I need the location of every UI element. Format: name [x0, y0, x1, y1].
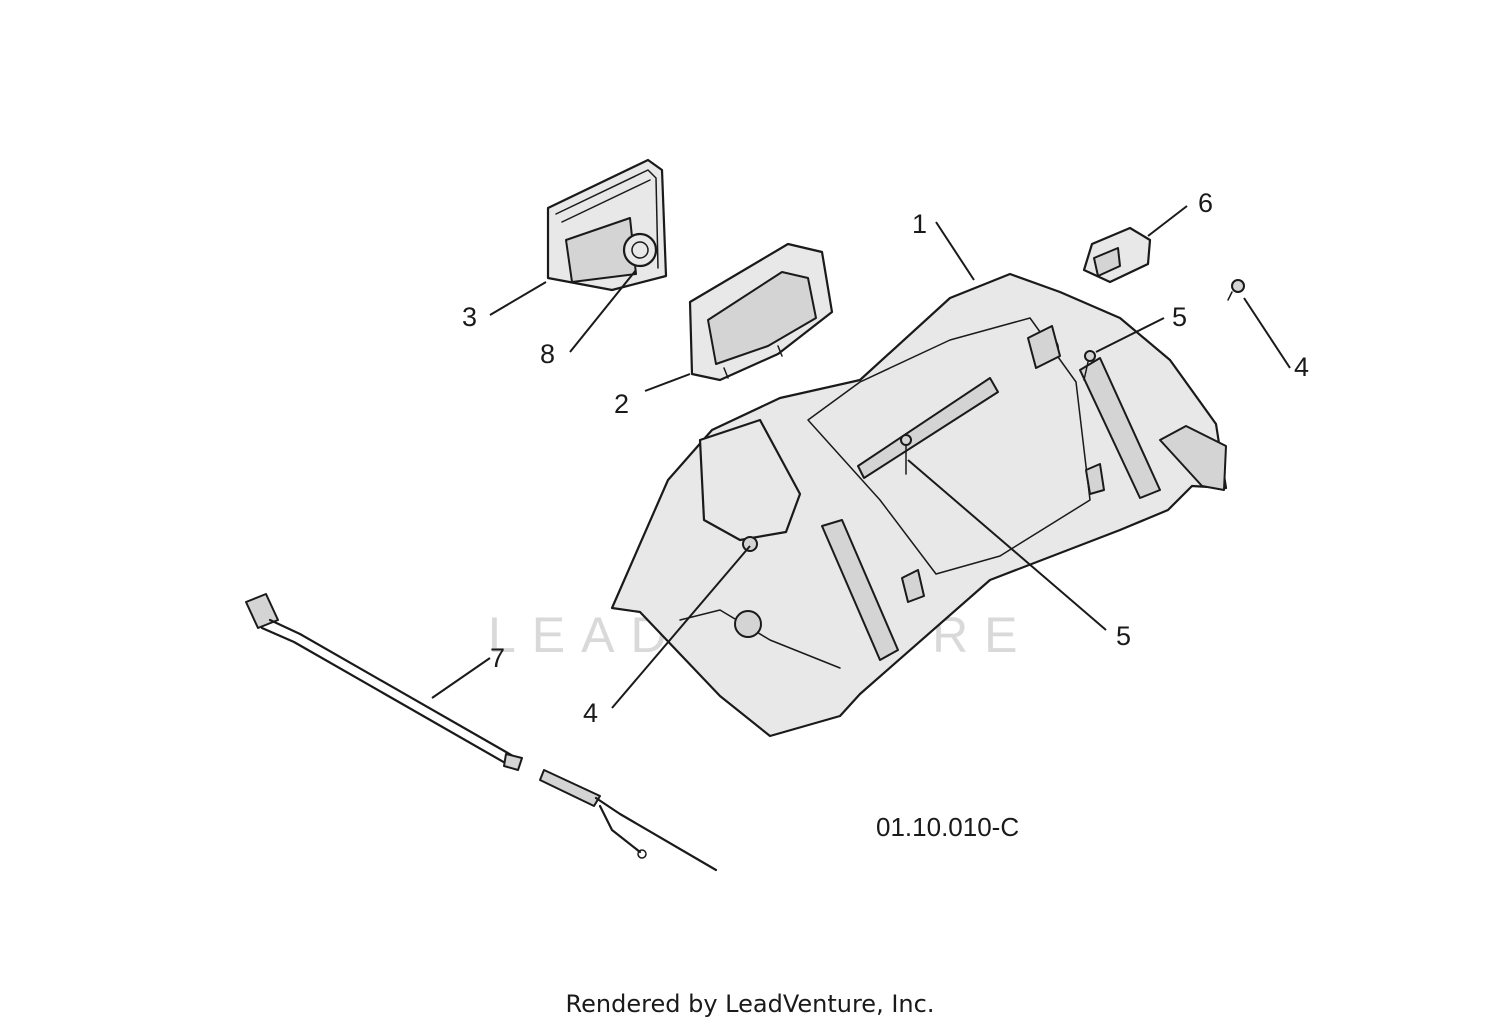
screw-part-right[interactable]	[1227, 279, 1245, 301]
callout-4-left: 4	[583, 698, 598, 728]
callout-6: 6	[1198, 188, 1213, 218]
callouts: 1 2 3 4 4 5 5 6 7 8	[462, 188, 1309, 728]
headlight-part[interactable]	[546, 158, 668, 292]
hood-body-part[interactable]	[610, 272, 1228, 738]
callout-5-upper: 5	[1172, 302, 1187, 332]
callout-7: 7	[490, 643, 505, 673]
callout-5-lower: 5	[1116, 621, 1131, 651]
switch-part[interactable]	[1082, 226, 1152, 284]
diagram-code: 01.10.010-C	[876, 812, 1020, 842]
callout-8: 8	[540, 339, 555, 369]
leader-lines	[431, 205, 1291, 709]
headlight-bezel-part[interactable]	[688, 242, 834, 382]
screw-part-left[interactable]	[742, 536, 758, 552]
callout-4-right: 4	[1294, 352, 1309, 382]
cable-part[interactable]	[245, 593, 718, 872]
callout-1: 1	[912, 209, 927, 239]
footer-credit: Rendered by LeadVenture, Inc.	[565, 990, 935, 1018]
clip-part-lower[interactable]	[900, 434, 912, 475]
clip-part-upper[interactable]	[1083, 350, 1096, 381]
callout-2: 2	[614, 389, 629, 419]
callout-3: 3	[462, 302, 477, 332]
